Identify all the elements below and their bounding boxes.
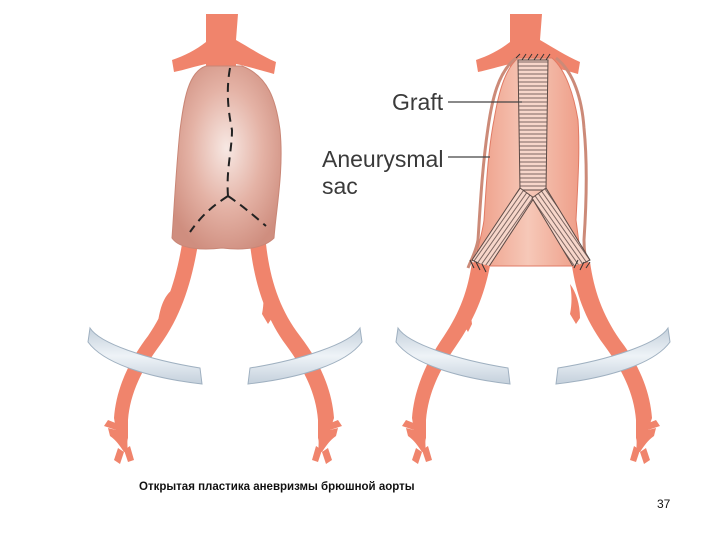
graft-label: Graft	[392, 89, 444, 115]
right-suture-top	[515, 53, 551, 61]
left-figure-intact-aneurysm	[87, 14, 363, 464]
right-iliac-left-branch	[462, 290, 476, 332]
left-ureter-left	[87, 326, 203, 385]
aneurysmal-sac-label-line2: sac	[322, 173, 358, 199]
left-iliac-right-branch	[262, 284, 272, 324]
right-leg-toes-l	[402, 420, 432, 464]
right-suture-left	[469, 259, 487, 273]
left-iliac-left-branch	[158, 290, 172, 332]
right-figure-graft-repair	[395, 14, 671, 464]
left-aneurysm-sac	[171, 65, 282, 250]
right-upper-aorta	[476, 14, 580, 74]
left-leg-toes-r	[312, 420, 342, 464]
right-ureter-left	[395, 326, 511, 385]
left-ureter-right	[247, 326, 363, 385]
right-leg-toes-r	[630, 420, 660, 464]
right-suture-right	[573, 259, 591, 271]
slide-caption: Открытая пластика аневризмы брюшной аорт…	[139, 481, 415, 493]
left-incision-line	[189, 67, 267, 233]
right-graft-trunk	[517, 59, 549, 191]
left-iliac-left	[108, 244, 198, 452]
right-iliac-right-branch	[570, 284, 580, 324]
left-upper-aorta	[172, 14, 276, 74]
page-number: 37	[657, 497, 671, 511]
left-iliac-right	[250, 244, 338, 452]
aneurysmal-sac-label-line1: Aneurysmal	[322, 146, 444, 172]
left-leg-toes-l	[104, 420, 134, 464]
right-sac-wall-left	[466, 56, 517, 269]
right-ureter-right	[555, 326, 671, 385]
